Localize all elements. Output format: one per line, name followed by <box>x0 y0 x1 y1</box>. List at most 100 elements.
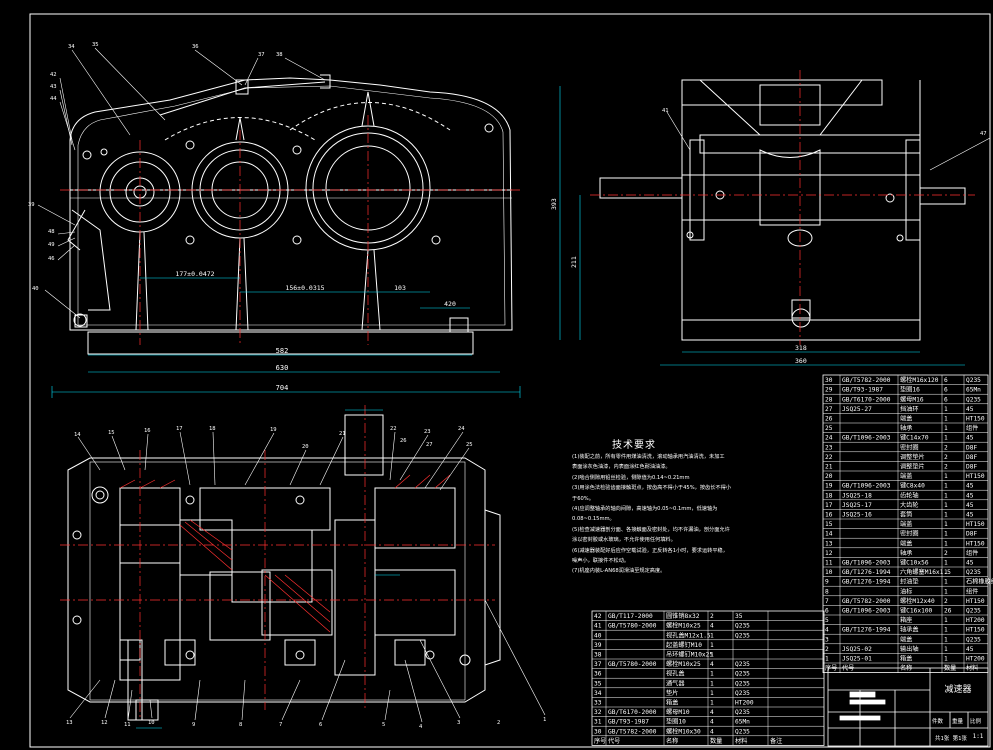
parts-cell-qty: 4 <box>710 728 714 735</box>
parts-cell-no: 33 <box>594 700 602 707</box>
parts-cell-code: GB/T1276-1994 <box>842 627 891 634</box>
parts-cell-no: 10 <box>825 569 833 576</box>
balloon-10: 10 <box>148 720 155 726</box>
side-view <box>599 79 966 341</box>
balloon-19: 19 <box>270 427 277 433</box>
parts-cell-code: GB/T93-1987 <box>608 719 649 726</box>
parts-cell-mat: 45 <box>966 483 974 490</box>
parts-cell-qty: 1 <box>710 652 714 659</box>
parts-cell-qty: 6 <box>944 396 948 403</box>
parts-cell-name: 视孔盖M12x1.5 <box>666 631 711 639</box>
parts-cell-mat: 45 <box>966 560 974 567</box>
tech-note-line: 0.08~0.15mm。 <box>572 516 615 523</box>
parts-cell-no: 37 <box>594 661 602 668</box>
balloon-46: 46 <box>48 256 55 262</box>
parts-cell-mat: 65Mn <box>735 719 750 726</box>
balloon-27: 27 <box>426 442 433 448</box>
parts-header-qty: 数量 <box>710 737 722 745</box>
top-view-dimensions <box>136 409 400 729</box>
parts-cell-name: 端盖 <box>900 415 912 423</box>
side-view-centerlines <box>590 70 975 345</box>
parts-cell-code: JSQ25-18 <box>842 492 872 499</box>
parts-cell-no: 36 <box>594 671 602 678</box>
front-view-centerlines <box>60 115 520 345</box>
parts-cell-name: 齿轮轴 <box>900 491 919 499</box>
parts-header-code: 代号 <box>608 737 620 745</box>
parts-cell-qty: 1 <box>944 588 948 595</box>
parts-cell-name: 轴承 <box>900 549 912 557</box>
parts-cell-code: GB/T5780-2000 <box>608 623 657 630</box>
balloon-12: 12 <box>101 720 108 726</box>
balloon-16: 16 <box>144 428 151 434</box>
parts-cell-code: GB/T1096-2003 <box>842 483 891 490</box>
parts-cell-mat: 组件 <box>966 549 978 557</box>
parts-cell-no: 34 <box>594 690 602 697</box>
parts-cell-name: 轴承 <box>900 424 912 432</box>
parts-cell-code: JSQ25-17 <box>842 502 872 509</box>
parts-cell-name: 起盖螺钉M10 <box>666 641 702 649</box>
parts-cell-qty: 2 <box>710 613 714 620</box>
parts-cell-name: 端盖 <box>900 520 912 528</box>
dim-side-center-height: 211 <box>570 256 578 268</box>
parts-cell-mat: D8F <box>966 454 977 461</box>
parts-cell-no: 30 <box>825 377 833 384</box>
tech-note-line: (1)装配之前，所有零件用煤油清洗，滚动轴承用汽油清洗，未加工 <box>572 454 725 460</box>
dim-center-distance-2: 156±0.0315 <box>285 284 324 292</box>
parts-cell-qty: 26 <box>944 608 952 615</box>
parts-cell-mat: Q235 <box>735 661 750 668</box>
parts-cell-name: 密封圈 <box>900 530 919 538</box>
parts-cell-mat: D8F <box>966 444 977 451</box>
parts-cell-name: 端盖 <box>900 539 912 547</box>
parts-cell-name: 输出轴 <box>900 645 919 653</box>
parts-cell-mat: HT150 <box>966 521 985 528</box>
parts-cell-code: JSQ25-02 <box>842 646 872 653</box>
balloon-34: 34 <box>68 44 75 50</box>
parts-cell-name: 圆锥销8x32 <box>666 612 700 620</box>
parts-cell-code: GB/T1276-1994 <box>842 569 891 576</box>
parts-cell-name: 螺栓M16x120 <box>900 376 939 384</box>
balloon-24: 24 <box>458 426 465 432</box>
parts-header-name: 名称 <box>666 737 678 745</box>
parts-cell-no: 15 <box>825 521 833 528</box>
parts-cell-code: GB/T117-2000 <box>608 613 653 620</box>
parts-cell-name: 视孔盖 <box>666 670 685 678</box>
parts-cell-mat: HT150 <box>966 540 985 547</box>
parts-cell-qty: 4 <box>710 709 714 716</box>
parts-cell-no: 7 <box>825 598 829 605</box>
balloon-14: 14 <box>74 432 81 438</box>
balloon-21: 21 <box>339 431 346 437</box>
parts-cell-no: 26 <box>825 416 833 423</box>
drawing-frame <box>29 13 991 748</box>
parts-cell-qty: 1 <box>944 492 948 499</box>
parts-cell-code: GB/T1096-2003 <box>842 608 891 615</box>
parts-cell-name: 端盖 <box>900 472 912 480</box>
parts-cell-name: 通气器 <box>666 679 685 687</box>
parts-header-no: 序号 <box>594 737 606 745</box>
parts-cell-qty: 2 <box>944 598 948 605</box>
title-block-scale: 1:1 <box>973 733 984 740</box>
parts-cell-qty: 2 <box>944 550 948 557</box>
parts-cell-qty: 1 <box>944 636 948 643</box>
parts-cell-no: 32 <box>594 709 602 716</box>
balloon-26: 26 <box>400 438 407 444</box>
parts-cell-mat: Q235 <box>966 377 981 384</box>
title-block-sheet: 共1张 第1张 <box>935 734 967 742</box>
parts-cell-mat: 组件 <box>966 587 978 595</box>
side-view-dimension-text: 393 211 318 360 <box>550 198 807 365</box>
parts-cell-name: 大齿轮 <box>900 501 919 509</box>
front-view-leaders <box>37 47 326 319</box>
dim-overall-length: 704 <box>276 384 289 392</box>
top-view <box>67 414 501 721</box>
balloon-17: 17 <box>176 426 183 432</box>
parts-cell-no: 13 <box>825 540 833 547</box>
parts-cell-name: 挡油环 <box>900 405 919 413</box>
balloon-23: 23 <box>424 429 431 435</box>
parts-cell-qty: 1 <box>944 531 948 538</box>
parts-cell-qty: 1 <box>944 521 948 528</box>
parts-cell-name: 垫圈16 <box>900 386 920 394</box>
parts-cell-qty: 6 <box>944 387 948 394</box>
parts-cell-no: 27 <box>825 406 833 413</box>
tech-note-line: (7)机座内装L-AN68润滑油至规定高度。 <box>572 568 666 575</box>
parts-cell-mat: 45 <box>966 646 974 653</box>
